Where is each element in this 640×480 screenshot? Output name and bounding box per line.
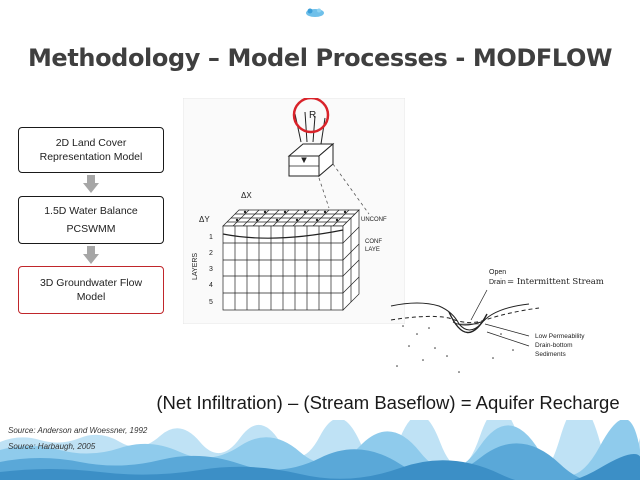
layer-number: 1 — [209, 234, 213, 241]
layer-number: 5 — [209, 299, 213, 306]
low-permeability-label: Sediments — [535, 351, 566, 358]
down-arrow-icon — [83, 246, 99, 264]
delta-x-label: ΔX — [241, 191, 252, 200]
land-cover-model-box: 2D Land Cover Representation Model — [18, 127, 164, 173]
layer-number: 4 — [209, 282, 213, 289]
box-label-line1: 2D Land Cover — [55, 137, 127, 149]
groundwater-flow-model-box: 3D Groundwater Flow Model — [18, 266, 164, 314]
source-citation: Source: Harbaugh, 2005 — [8, 442, 96, 451]
slide-title: Methodology – Model Processes - MODFLOW — [27, 44, 613, 72]
recharge-label: R — [309, 110, 316, 121]
layer-number: 2 — [209, 250, 213, 257]
highlight-circle — [292, 98, 330, 134]
box-label-line1: 1.5D Water Balance — [44, 205, 138, 217]
box-label-line2: Representation Model — [39, 151, 143, 163]
drain-label: Drain — [489, 279, 506, 286]
box-label-line2: PCSWMM — [66, 223, 116, 235]
confined-label: LAYE — [365, 247, 380, 253]
confined-label: CONF — [365, 239, 382, 245]
intermittent-stream-label: = Intermittent Stream — [507, 277, 604, 287]
recharge-equation: (Net Infiltration) – (Stream Baseflow) =… — [156, 392, 620, 413]
box-label-line2: Model — [76, 291, 106, 303]
box-label-line1: 3D Groundwater Flow — [39, 277, 143, 289]
open-label: Open — [489, 269, 506, 276]
layers-label: LAYERS — [192, 253, 199, 280]
layer-number: 3 — [209, 266, 213, 273]
water-balance-box: 1.5D Water Balance PCSWMM — [18, 196, 164, 244]
model-grid-block — [222, 209, 360, 311]
low-permeability-label: Low Permeability — [535, 333, 585, 340]
drain-cross-section-figure: Open Drain = Intermittent Stream Low Per… — [390, 269, 604, 373]
wave-decoration — [0, 420, 640, 480]
unconfined-label: UNCONF — [361, 217, 387, 223]
modflow-grid-figure: R — [183, 98, 405, 324]
source-citation: Source: Anderson and Woessner, 1992 — [8, 426, 148, 435]
down-arrow-icon — [83, 175, 99, 193]
low-permeability-label: Drain-bottom — [535, 342, 573, 349]
logo-icon — [306, 8, 324, 17]
delta-y-label: ΔY — [199, 215, 210, 224]
recharge-cell — [287, 111, 335, 178]
